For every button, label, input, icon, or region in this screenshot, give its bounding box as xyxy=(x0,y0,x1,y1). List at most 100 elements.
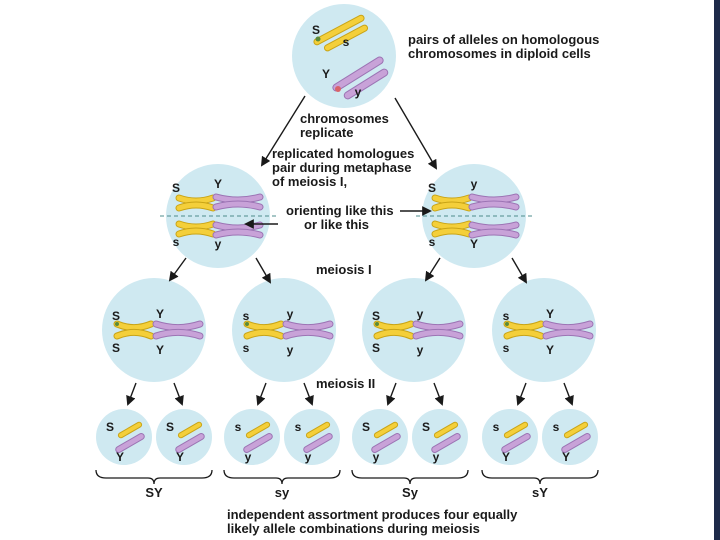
yellow-chromosome xyxy=(305,421,331,439)
allele-label: Y xyxy=(502,450,510,464)
allele-label: Y xyxy=(546,307,554,321)
cell-gamete-8-chromosomes: sY xyxy=(553,420,591,464)
allele-label: S xyxy=(166,420,174,434)
right-frame-border xyxy=(714,0,720,540)
centromere-dot xyxy=(335,86,341,92)
allele-y-label: y xyxy=(355,85,362,99)
replicated-purple-top xyxy=(468,193,520,211)
chromatid xyxy=(176,195,216,204)
meiosis-ii-label: meiosis II xyxy=(316,376,375,391)
yellow-chromosome xyxy=(433,421,459,439)
purple-chromosome xyxy=(243,433,273,453)
allele-label: Y xyxy=(116,450,124,464)
chromatid xyxy=(469,229,519,238)
cell-gamete-6-chromosomes: Sy xyxy=(422,420,461,464)
chromatid xyxy=(176,221,216,230)
yellow-chromosome xyxy=(117,421,143,439)
allele-label: Y xyxy=(470,237,478,251)
arrows-layer xyxy=(126,95,574,406)
purple-chromosome-short xyxy=(343,68,389,100)
allele-label: s xyxy=(295,420,302,434)
cell-gamete-3-chromosomes: sy xyxy=(235,420,273,464)
brace-1: SY xyxy=(95,469,213,500)
replicated-purple xyxy=(282,320,334,340)
allele-label: y xyxy=(471,177,478,191)
allele-label: Y xyxy=(156,307,164,321)
chromatid xyxy=(374,329,414,339)
chromatid xyxy=(504,321,544,331)
brace-3: Sy xyxy=(351,469,469,500)
arrow-top-to-left xyxy=(260,95,306,167)
allele-label: s xyxy=(503,341,510,355)
cell-gamete-5-chromosomes: Sy xyxy=(362,420,401,464)
chromatid xyxy=(413,321,463,331)
allele-label: s xyxy=(429,235,436,249)
allele-combination-label: SY xyxy=(145,485,163,500)
yellow-chromosome-long xyxy=(313,14,365,46)
replicated-yellow-bottom xyxy=(175,220,217,238)
purple-chromosome xyxy=(371,433,401,453)
chromatid xyxy=(413,329,463,339)
pairing-note-line-2: pair during metaphase xyxy=(272,160,411,175)
replicate-note-line-1: chromosomes xyxy=(300,111,389,126)
arrow-meiosis-ii-6 xyxy=(433,382,444,406)
chromatid xyxy=(543,321,593,331)
chromatid xyxy=(244,321,284,331)
allele-label: S xyxy=(372,309,380,323)
allele-label: S xyxy=(428,181,436,195)
yellow-chromosome xyxy=(503,421,529,439)
allele-label: Y xyxy=(562,450,570,464)
arrow-meiosis-i-2 xyxy=(255,257,271,284)
chromatid xyxy=(504,329,544,339)
allele-label: s xyxy=(493,420,500,434)
allele-label: s xyxy=(553,420,560,434)
curly-brace xyxy=(351,469,469,485)
chromatid xyxy=(469,194,519,203)
allele-locus-dot xyxy=(115,322,119,326)
arrow-meiosis-ii-5 xyxy=(386,382,397,406)
chromatid xyxy=(283,321,333,331)
cell-meiosis-ii-1 xyxy=(102,278,206,382)
chromatid xyxy=(469,201,519,210)
purple-chromosome xyxy=(501,433,531,453)
chromatid xyxy=(114,329,154,339)
replicated-purple-bottom xyxy=(212,221,264,239)
arrow-meiosis-ii-2 xyxy=(173,382,184,406)
cell-gamete-7-chromosomes: sY xyxy=(493,420,531,464)
allele-locus-dot xyxy=(315,36,321,42)
chromatid xyxy=(176,202,216,211)
cell-gamete-1-chromosomes: SY xyxy=(106,420,145,464)
replicate-note-line-2: replicate xyxy=(300,125,353,140)
replicated-purple-bottom xyxy=(468,221,520,239)
allele-label: S xyxy=(362,420,370,434)
allele-label: y xyxy=(417,343,424,357)
yellow-chromosome xyxy=(373,421,399,439)
cell-diploid-top xyxy=(292,4,396,108)
cell-gamete-2-chromosomes: SY xyxy=(166,420,205,464)
chromatid xyxy=(374,321,414,331)
allele-label: S xyxy=(422,420,430,434)
allele-Y-label: Y xyxy=(322,67,330,81)
allele-label: S xyxy=(372,341,380,355)
cell-meiosis-ii-3-chromosomes: S Sy y xyxy=(372,307,464,357)
replicated-purple xyxy=(152,320,204,340)
allele-label: Y xyxy=(176,450,184,464)
chromatid xyxy=(244,329,284,339)
allele-S-label: S xyxy=(312,23,320,37)
cell-meiosis-ii-4 xyxy=(492,278,596,382)
allele-label: y xyxy=(287,343,294,357)
chromatid xyxy=(213,229,263,238)
allele-label: y xyxy=(417,307,424,321)
arrow-meiosis-ii-7 xyxy=(516,382,527,406)
chromatid xyxy=(432,228,472,237)
allele-label: y xyxy=(215,237,222,251)
chromatid xyxy=(153,329,203,339)
replicated-purple xyxy=(542,320,594,340)
allele-label: S xyxy=(172,181,180,195)
purple-chromosome xyxy=(115,433,145,453)
